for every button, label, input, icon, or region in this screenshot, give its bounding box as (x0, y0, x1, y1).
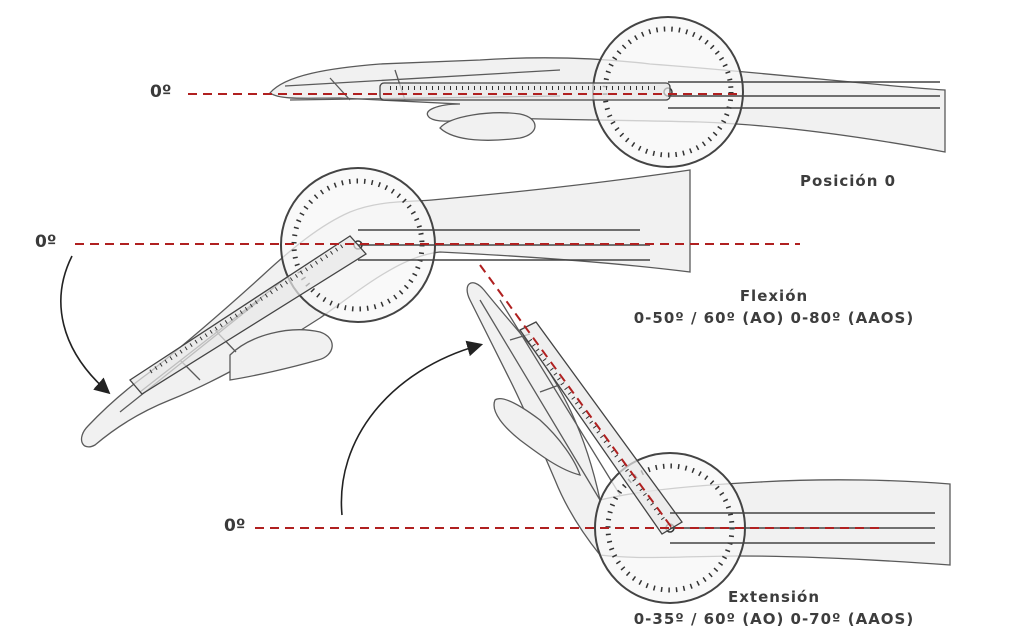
zero-label-middle: 0º (35, 232, 57, 252)
reference-line-extension (479, 264, 673, 529)
extension-caption: Extensión 0-35º / 60º (AO) 0-70º (AAOS) (588, 586, 960, 630)
position-zero-caption: Posición 0 (800, 172, 897, 190)
extension-title: Extensión (728, 588, 820, 606)
zero-label-top: 0º (150, 82, 172, 102)
motion-arrows (60, 255, 484, 516)
goniometer-middle (129, 167, 650, 395)
flexion-arrow (60, 255, 111, 395)
extension-range: 0-35º / 60º (AO) 0-70º (AAOS) (633, 610, 915, 628)
flexion-range: 0-50º / 60º (AO) 0-80º (AAOS) (633, 309, 915, 327)
goniometer-top (379, 16, 940, 168)
reference-lines (75, 93, 880, 529)
extension-arrow (340, 340, 484, 516)
flexion-caption: Flexión 0-50º / 60º (AO) 0-80º (AAOS) (588, 285, 960, 329)
hand-extension (466, 282, 951, 566)
zero-label-bottom: 0º (224, 516, 246, 536)
flexion-title: Flexión (739, 287, 809, 305)
